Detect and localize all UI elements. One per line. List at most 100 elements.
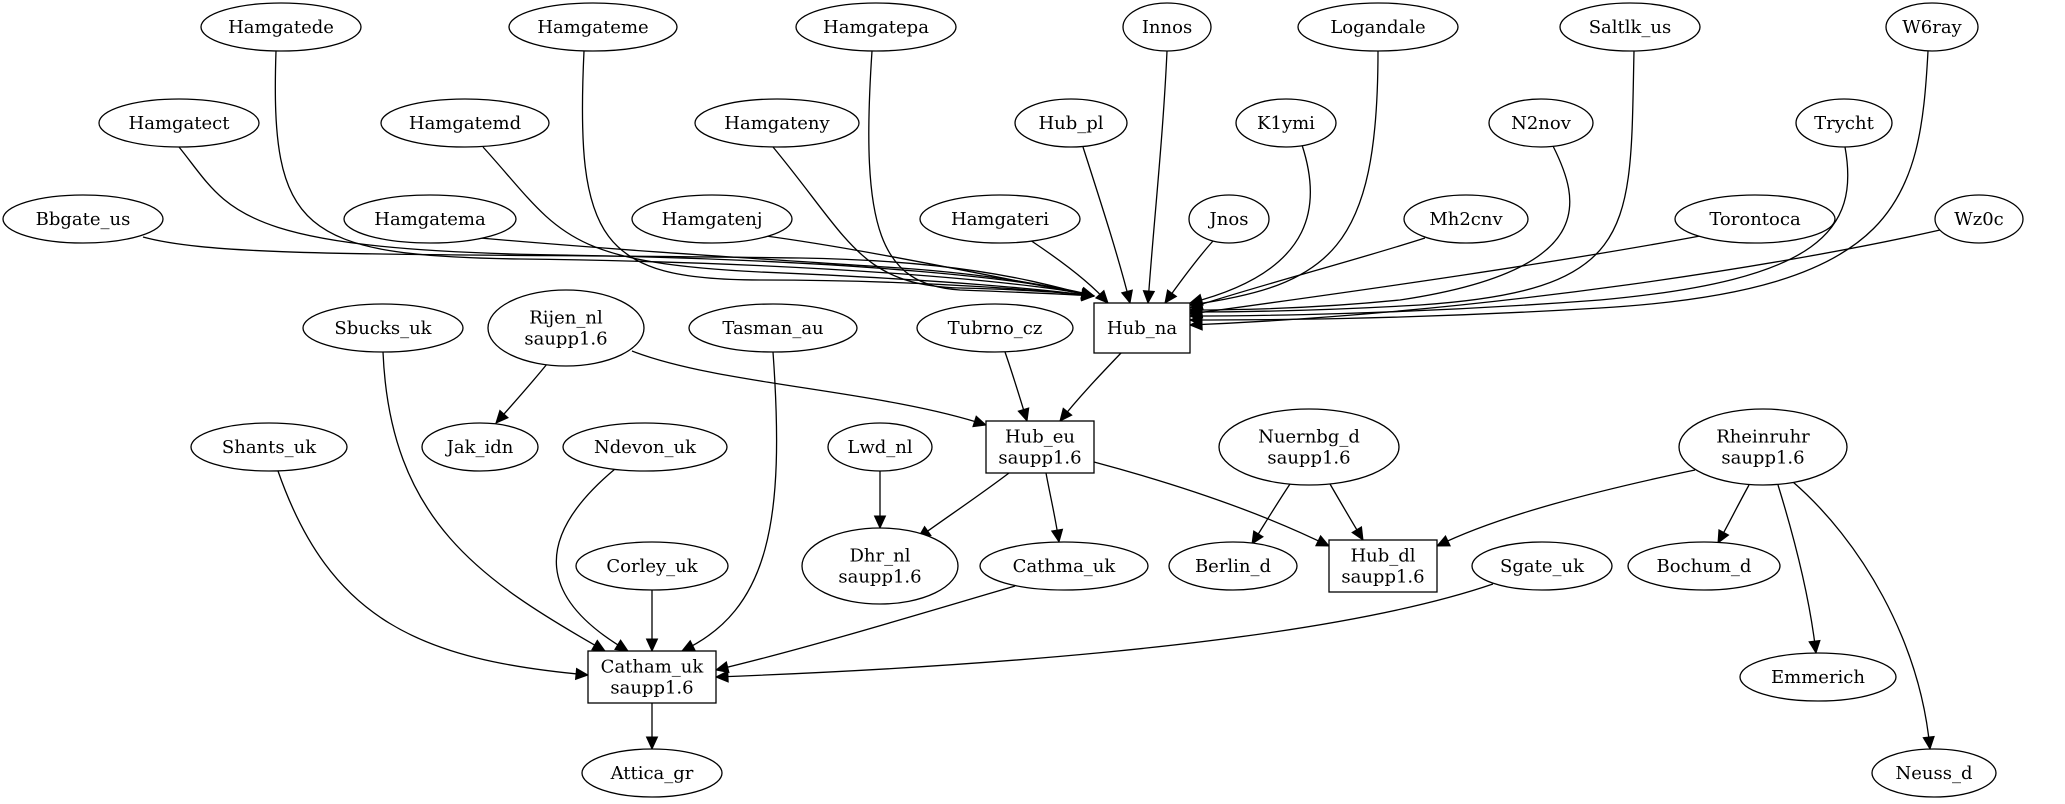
node-label: Dhr_nl <box>850 546 911 567</box>
node-mh2cnv[interactable]: Mh2cnv <box>1403 194 1529 244</box>
node-n2nov[interactable]: N2nov <box>1488 98 1594 148</box>
node-bbgate_us[interactable]: Bbgate_us <box>2 194 164 244</box>
edge-line <box>1436 469 1696 547</box>
arrow-head <box>1050 528 1064 544</box>
edge-rijen_nl-to-hub_eu <box>631 350 988 428</box>
arrow-head <box>1081 288 1096 302</box>
node-label: Sbucks_uk <box>334 318 432 339</box>
node-corley_uk[interactable]: Corley_uk <box>575 541 729 591</box>
node-hamgateme[interactable]: Hamgateme <box>508 2 678 52</box>
node-label: Hamgatema <box>374 209 486 230</box>
edge-line <box>917 472 1010 539</box>
edge-line <box>715 585 1016 671</box>
node-saltlk_us[interactable]: Saltlk_us <box>1559 2 1701 52</box>
node-bochum_d[interactable]: Bochum_d <box>1627 541 1781 591</box>
edge-hamgateri-to-hub_na <box>1029 239 1109 304</box>
node-shants_uk[interactable]: Shants_uk <box>190 422 348 472</box>
node-label: Hamgateme <box>537 17 648 38</box>
node-torontoca[interactable]: Torontoca <box>1674 194 1836 244</box>
node-label: Rheinruhr <box>1716 427 1810 448</box>
node-trycht[interactable]: Trycht <box>1795 98 1893 148</box>
node-emmerich[interactable]: Emmerich <box>1739 652 1897 702</box>
node-ellipse <box>1488 98 1594 148</box>
node-label: saupp1.6 <box>1721 448 1804 469</box>
arrow-head <box>1808 639 1821 655</box>
node-label: Hamgatepa <box>823 17 929 38</box>
node-lwd_nl[interactable]: Lwd_nl <box>827 422 933 472</box>
node-ellipse <box>1739 652 1897 702</box>
node-ellipse <box>1885 2 1979 52</box>
node-logandale[interactable]: Logandale <box>1297 2 1459 52</box>
node-hamgatede[interactable]: Hamgatede <box>200 2 362 52</box>
node-label: Nuernbg_d <box>1258 427 1360 448</box>
node-hamgateri[interactable]: Hamgateri <box>919 194 1081 244</box>
node-hamgatema[interactable]: Hamgatema <box>343 194 517 244</box>
node-sbucks_uk[interactable]: Sbucks_uk <box>302 303 464 353</box>
node-cathma_uk[interactable]: Cathma_uk <box>979 541 1149 591</box>
edge-nuernbg_d-to-berlin_d <box>1251 483 1291 546</box>
edge-line <box>277 470 589 676</box>
edge-line <box>1059 352 1122 422</box>
node-tubrno_cz[interactable]: Tubrno_cz <box>916 303 1074 353</box>
node-hamgatenj[interactable]: Hamgatenj <box>631 194 793 244</box>
node-attica_gr[interactable]: Attica_gr <box>581 748 723 798</box>
node-label: Cathma_uk <box>1013 556 1117 577</box>
node-label: saupp1.6 <box>1341 567 1424 588</box>
node-label: Attica_gr <box>610 763 694 784</box>
node-ellipse <box>562 422 728 472</box>
node-ellipse <box>1674 194 1836 244</box>
node-label: Jak_idn <box>445 437 514 458</box>
edge-tubrno_cz-to-hub_eu <box>1004 351 1030 423</box>
node-hamgateny[interactable]: Hamgateny <box>694 98 860 148</box>
node-sgate_uk[interactable]: Sgate_uk <box>1471 541 1613 591</box>
edge-line <box>1189 50 1379 306</box>
node-wz0c[interactable]: Wz0c <box>1934 194 2024 244</box>
node-jnos[interactable]: Jnos <box>1188 194 1270 244</box>
node-label: Hamgatede <box>228 17 334 38</box>
node-label: Innos <box>1142 17 1192 38</box>
node-ellipse <box>919 194 1081 244</box>
arrow-head <box>714 670 729 683</box>
node-label: Bbgate_us <box>36 209 131 230</box>
edge-hub_eu-to-dhr_nl <box>917 472 1010 539</box>
node-label: Mh2cnv <box>1429 209 1503 230</box>
node-label: Logandale <box>1330 17 1425 38</box>
node-ellipse <box>1627 541 1781 591</box>
node-label: Hamgatect <box>129 113 231 134</box>
edge-shants_uk-to-catham_uk <box>277 470 590 681</box>
node-hub_pl[interactable]: Hub_pl <box>1014 98 1128 148</box>
node-label: Emmerich <box>1771 667 1865 688</box>
node-ellipse <box>979 541 1149 591</box>
edge-line <box>1189 50 1635 313</box>
node-ellipse <box>1871 748 1997 798</box>
node-w6ray[interactable]: W6ray <box>1885 2 1979 52</box>
edge-hamgatepa-to-hub_na <box>868 50 1096 302</box>
node-k1ymi[interactable]: K1ymi <box>1235 98 1337 148</box>
node-label: Bochum_d <box>1657 556 1752 577</box>
node-innos[interactable]: Innos <box>1122 2 1212 52</box>
node-hub_na[interactable]: Hub_na <box>1093 302 1191 354</box>
node-ellipse <box>1188 194 1270 244</box>
arrow-head <box>680 639 696 652</box>
node-label: Hamgatemd <box>409 113 521 134</box>
edges-layer <box>142 50 1941 751</box>
node-hamgatepa[interactable]: Hamgatepa <box>795 2 957 52</box>
node-hamgatemd[interactable]: Hamgatemd <box>380 98 550 148</box>
node-hamgatect[interactable]: Hamgatect <box>98 98 260 148</box>
arrow-head <box>1251 530 1264 546</box>
node-ndevon_uk[interactable]: Ndevon_uk <box>562 422 728 472</box>
node-neuss_d[interactable]: Neuss_d <box>1871 748 1997 798</box>
edge-line <box>482 146 1095 297</box>
node-tasman_au[interactable]: Tasman_au <box>688 303 858 353</box>
node-berlin_d[interactable]: Berlin_d <box>1168 541 1298 591</box>
edge-line <box>1189 235 1701 315</box>
edge-line <box>1189 50 1929 321</box>
node-jak_idn[interactable]: Jak_idn <box>421 422 539 472</box>
